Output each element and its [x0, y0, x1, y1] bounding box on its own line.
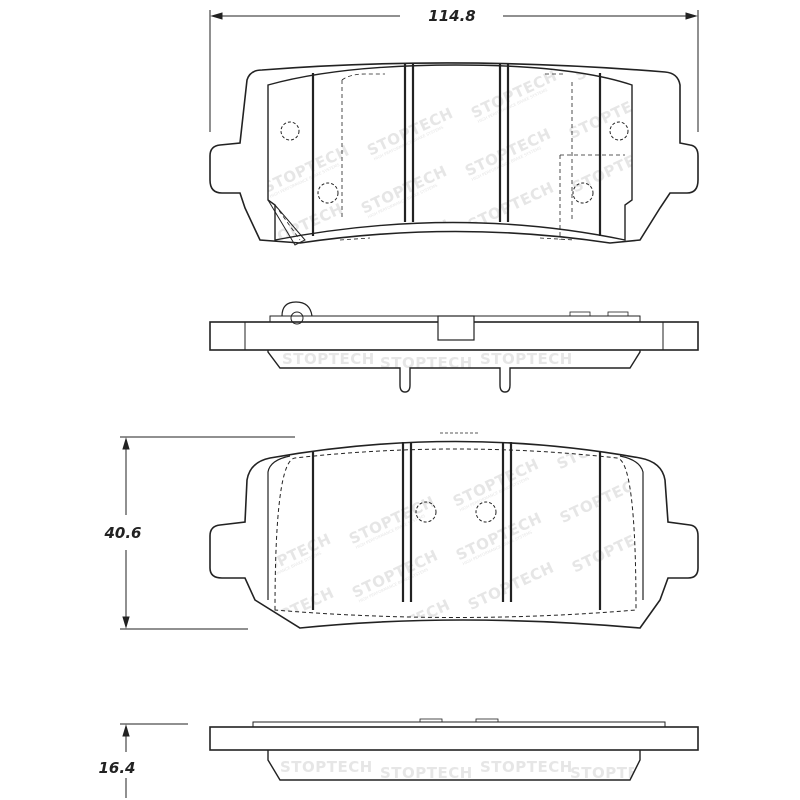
width-arrow-left	[210, 12, 223, 20]
center-tab	[437, 315, 475, 341]
watermark-brand: STOPTECH	[465, 178, 557, 234]
watermark-brand: STOPTECH	[280, 758, 373, 776]
hole-circle	[317, 182, 339, 204]
shim-tab	[569, 311, 591, 317]
holes-top	[280, 121, 629, 204]
watermark-brand: STOPTECH	[257, 633, 349, 689]
thickness-dimension-label: 16.4	[98, 759, 135, 777]
watermark-brand: STOPTECH	[480, 350, 573, 368]
watermark-brand: STOPTECH	[364, 649, 456, 705]
watermark-brand: STOPTECH	[349, 546, 441, 602]
thickness-arrow-top	[122, 724, 130, 737]
hidden-line	[274, 204, 301, 241]
backing-plate-outline	[209, 62, 699, 244]
watermark-group-side2: STOPTECH STOPTECH STOPTECH STOPTECH	[280, 758, 663, 782]
hidden-line	[339, 237, 576, 241]
backing-plate-outline-back	[209, 440, 699, 629]
dimension-thickness	[120, 723, 188, 798]
clip-pin	[290, 311, 304, 325]
watermark-brand: STOPTECH	[346, 492, 438, 548]
hidden-lines-top	[274, 73, 625, 241]
watermark-brand: STOPTECH	[254, 199, 346, 255]
watermark-brand: STOPTECH	[450, 455, 542, 511]
friction-edge	[267, 455, 291, 600]
watermark-brand: STOPTECH	[480, 758, 573, 776]
friction-material-side	[267, 350, 641, 393]
watermark-brand: STOPTECH	[380, 354, 473, 372]
height-arrow-top	[122, 437, 130, 450]
friction-slots-back	[311, 442, 602, 610]
height-arrow-bottom	[122, 616, 130, 629]
shim-layer-lower	[252, 721, 666, 727]
pad-view-back: STOPTECH STOPTECH STOPTECH STOPTECH STOP…	[209, 432, 699, 705]
watermark-brand: STOPTECH	[257, 253, 349, 309]
hole-circle	[572, 182, 594, 204]
width-dimension-label: 114.8	[428, 7, 475, 25]
friction-material-side-lower	[267, 750, 641, 781]
wear-indicator-clip	[281, 301, 313, 317]
watermark-brand: STOPTECH	[364, 104, 456, 160]
dimension-height	[120, 436, 295, 630]
watermark-group-back: STOPTECH STOPTECH STOPTECH STOPTECH STOP…	[242, 449, 661, 705]
hole-circle	[280, 121, 300, 141]
shim-tab	[419, 718, 443, 723]
abutment-tab	[267, 199, 306, 246]
watermark-brand: STOPTECH	[380, 764, 473, 782]
watermark-brand: STOPTECH	[557, 471, 649, 527]
hole-circle	[415, 501, 437, 523]
dimension-width	[209, 10, 699, 132]
friction-edge	[619, 455, 644, 600]
pad-view-front-top: STOPTECH STOPTECH STOPTECH STOPTECH STOP…	[209, 29, 699, 309]
width-arrow-right	[685, 12, 698, 20]
shim-tab	[607, 311, 629, 317]
watermark-brand: STOPTECH	[242, 530, 334, 586]
watermark-brand: STOPTECH	[570, 764, 663, 782]
watermark-brand: STOPTECH	[282, 350, 375, 368]
watermark-brand: STOPTECH	[260, 141, 352, 197]
pad-view-side-upper: STOPTECH STOPTECH STOPTECH	[209, 301, 699, 393]
height-dimension-label: 40.6	[103, 524, 141, 542]
watermark-group-side1: STOPTECH STOPTECH STOPTECH	[282, 350, 573, 372]
hidden-line	[545, 73, 573, 220]
backing-plate-side-lower	[209, 726, 699, 751]
holes-back	[415, 501, 497, 523]
friction-slots	[311, 63, 602, 236]
watermark-brand: STOPTECH	[468, 67, 560, 123]
friction-material-hidden-outline	[274, 448, 637, 618]
hidden-line	[341, 73, 385, 220]
watermark-brand: STOPTECH	[569, 521, 661, 577]
watermark-brand: STOPTECH	[453, 509, 545, 565]
watermark-brand: STOPTECH	[566, 87, 658, 143]
watermark-brand: STOPTECH	[569, 141, 661, 197]
watermark-brand: STOPTECH	[572, 29, 664, 85]
hole-circle	[475, 501, 497, 523]
hole-circle	[609, 121, 629, 141]
friction-material-outline	[267, 64, 633, 241]
pad-view-side-lower: STOPTECH STOPTECH STOPTECH STOPTECH	[209, 718, 699, 782]
shim-tab	[475, 718, 499, 723]
watermark-brand: STOPTECH	[361, 596, 453, 652]
